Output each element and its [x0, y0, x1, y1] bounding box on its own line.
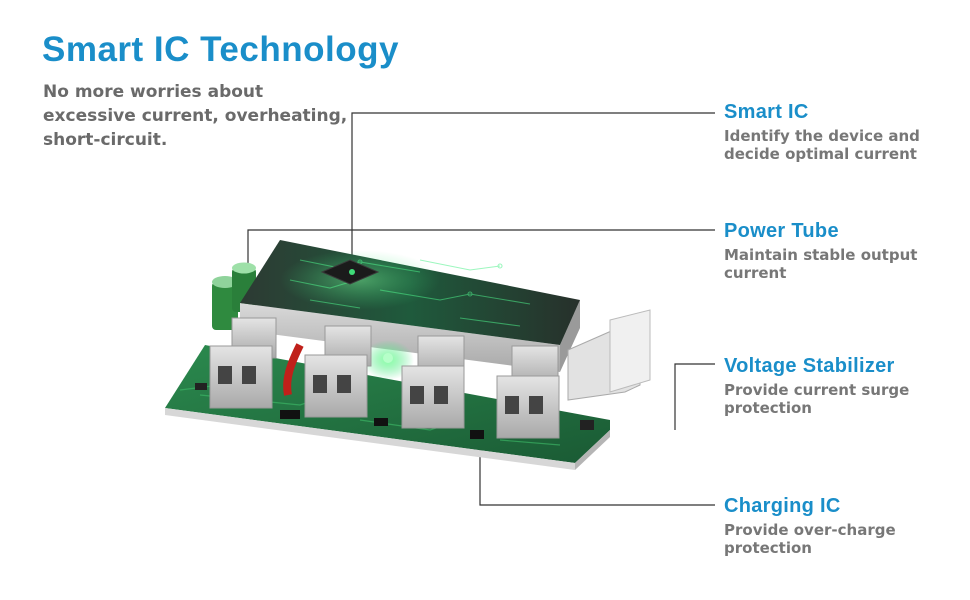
usb-ports-front: [209, 345, 560, 439]
page-subtitle: No more worries about excessive current,…: [43, 80, 363, 152]
subtitle-line: excessive current, overheating,: [43, 106, 348, 126]
feature-title: Power Tube: [724, 220, 839, 242]
charging-ic-chip: [470, 430, 484, 439]
feature-description-line: Provide current surge: [724, 381, 910, 399]
feature-description: Provide current surge protection: [724, 381, 909, 417]
feature-description-line: current: [724, 264, 787, 282]
metal-enclosure: [240, 300, 580, 372]
callout-charging-ic: [479, 437, 715, 506]
feature-description-line: Identify the device and: [724, 127, 920, 145]
feature-description-line: decide optimal current: [724, 145, 917, 163]
feature-voltage-stabilizer: Voltage Stabilizer Provide current surge…: [724, 354, 909, 417]
subtitle-line: short-circuit.: [43, 130, 168, 150]
feature-title: Charging IC: [724, 495, 841, 517]
feature-description: Maintain stable output current: [724, 246, 917, 282]
feature-description: Provide over-charge protection: [724, 521, 896, 557]
feature-title: Smart IC: [724, 101, 809, 123]
feature-smart-ic: Smart IC Identify the device and decide …: [724, 100, 920, 163]
callout-lines: [247, 112, 715, 506]
feature-description-line: Maintain stable output: [724, 246, 918, 264]
feature-description-line: protection: [724, 539, 812, 557]
feature-description-line: Provide over-charge: [724, 521, 896, 539]
feature-description: Identify the device and decide optimal c…: [724, 127, 920, 163]
callout-voltage-stabilizer: [674, 363, 715, 430]
dc-connector: [567, 309, 651, 401]
page-title: Smart IC Technology: [42, 30, 399, 69]
callout-power-tube: [247, 229, 715, 268]
red-wire: [283, 343, 304, 396]
feature-description-line: protection: [724, 399, 812, 417]
subtitle-line: No more worries about: [43, 82, 264, 102]
callout-smart-ic: [351, 112, 715, 268]
feature-charging-ic: Charging IC Provide over-charge protecti…: [724, 494, 896, 557]
feature-power-tube: Power Tube Maintain stable output curren…: [724, 219, 917, 282]
circuit-cover: [240, 240, 580, 345]
feature-title: Voltage Stabilizer: [724, 355, 895, 377]
